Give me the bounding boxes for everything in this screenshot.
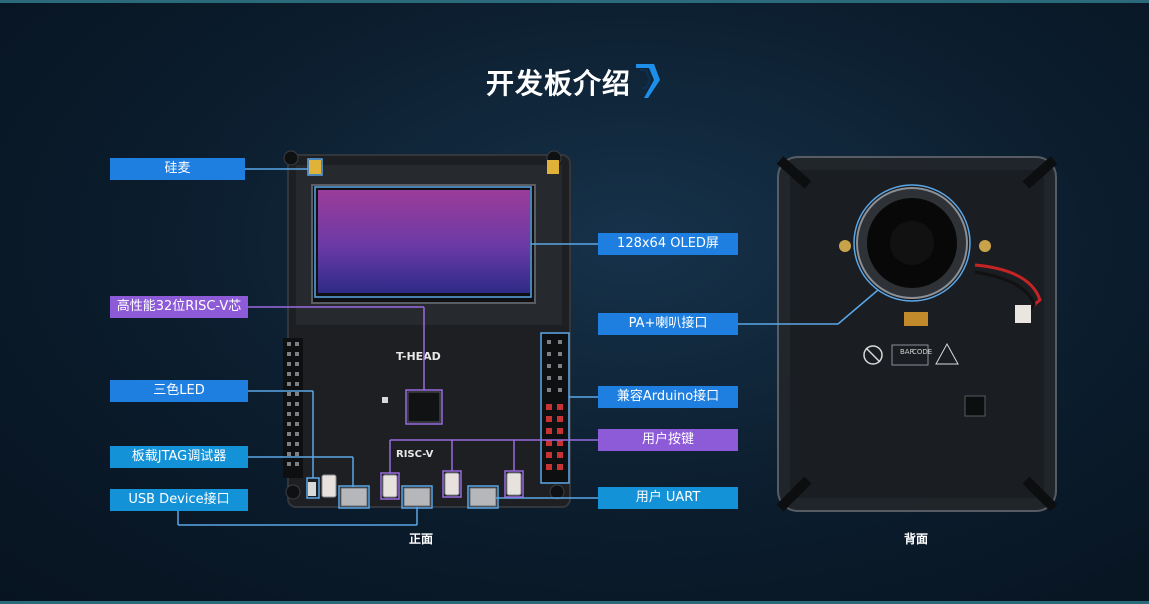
caption-front: 正面	[409, 532, 434, 546]
label-pa-speaker: PA+喇叭接口	[598, 313, 738, 335]
page-title: 开发板介绍	[486, 67, 632, 100]
code-mark: CODE	[912, 348, 933, 356]
label-user-keys: 用户按键	[598, 429, 738, 451]
board-logo: T-HEAD	[396, 350, 441, 363]
label-oled: 128x64 OLED屏	[598, 233, 738, 255]
title-chevron-icon	[636, 64, 660, 98]
caption-back: 背面	[904, 532, 929, 546]
label-arduino: 兼容Arduino接口	[598, 386, 738, 408]
label-mic: 硅麦	[110, 158, 245, 180]
top-accent-bar	[0, 0, 1149, 3]
label-uart: 用户 UART	[598, 487, 738, 509]
bottom-accent-bar	[0, 601, 1149, 604]
label-soc: 高性能32位RISC-V芯	[110, 296, 248, 318]
bar-mark: BAR	[900, 348, 915, 356]
label-jtag: 板载JTAG调试器	[110, 446, 248, 468]
riscv-mark: RISC-V	[396, 449, 434, 460]
label-usb-device: USB Device接口	[110, 489, 248, 511]
label-led: 三色LED	[110, 380, 248, 402]
